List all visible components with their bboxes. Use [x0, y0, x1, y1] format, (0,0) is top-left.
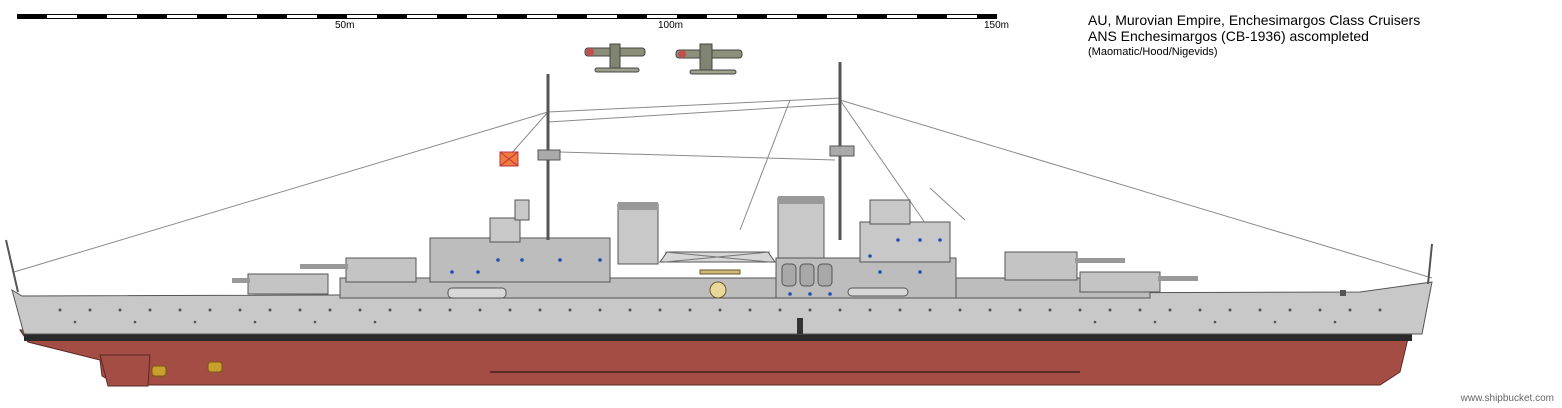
- scale-label-150m: 150m: [984, 20, 1010, 31]
- credits: (Maomatic/Hood/Nigevids): [1088, 46, 1218, 58]
- propellers: [151, 361, 223, 377]
- seaplane-1: [584, 43, 646, 73]
- superstructure-windows: [450, 238, 942, 296]
- aft-funnel-cap: [618, 202, 658, 210]
- turret-aft-lower: [232, 273, 329, 295]
- scale-label-100m: 100m: [658, 20, 684, 31]
- fore-mast-platform: [829, 145, 855, 157]
- portholes-row-1: [58, 308, 1382, 312]
- bridge-top: [869, 199, 911, 225]
- turret-aft-upper: [300, 257, 417, 283]
- watermark: www.shipbucket.com: [1460, 393, 1554, 404]
- scale-bar: [17, 14, 997, 19]
- bridge-tower: [859, 221, 951, 263]
- lifeboat-aft: [447, 287, 507, 299]
- fore-funnel-cap: [778, 196, 824, 204]
- catapult-aircraft: [699, 269, 741, 299]
- aft-director: [514, 199, 530, 221]
- aft-mast-platform: [537, 149, 561, 161]
- title-block: AU, Murovian Empire, Enchesimargos Class…: [1088, 12, 1420, 60]
- title-line-1: AU, Murovian Empire, Enchesimargos Class…: [1088, 12, 1421, 28]
- aft-superstructure: [429, 237, 611, 283]
- turret-fwd-upper: [1004, 251, 1125, 281]
- aircraft-catapult: [659, 251, 776, 263]
- stern-flagstaff: [5, 239, 19, 293]
- scale-label-50m: 50m: [335, 20, 355, 31]
- portholes-row-2: [73, 320, 1337, 324]
- turret-fwd-lower: [1079, 271, 1198, 293]
- rigging: [13, 97, 1433, 279]
- draught-mark: [797, 318, 803, 334]
- title-line-2: ANS Enchesimargos (CB-1936) ascompleted: [1088, 28, 1369, 44]
- anchor: [1340, 290, 1346, 296]
- aft-director-tower: [489, 217, 521, 243]
- vents: [781, 263, 833, 287]
- aft-funnel: [617, 203, 659, 265]
- lifeboat-fore: [847, 287, 909, 297]
- boot-topping: [24, 334, 1412, 341]
- jackstaff: [1427, 243, 1433, 285]
- rudder: [99, 354, 151, 387]
- ensign-flag: [499, 151, 519, 167]
- seaplane-2: [675, 43, 743, 75]
